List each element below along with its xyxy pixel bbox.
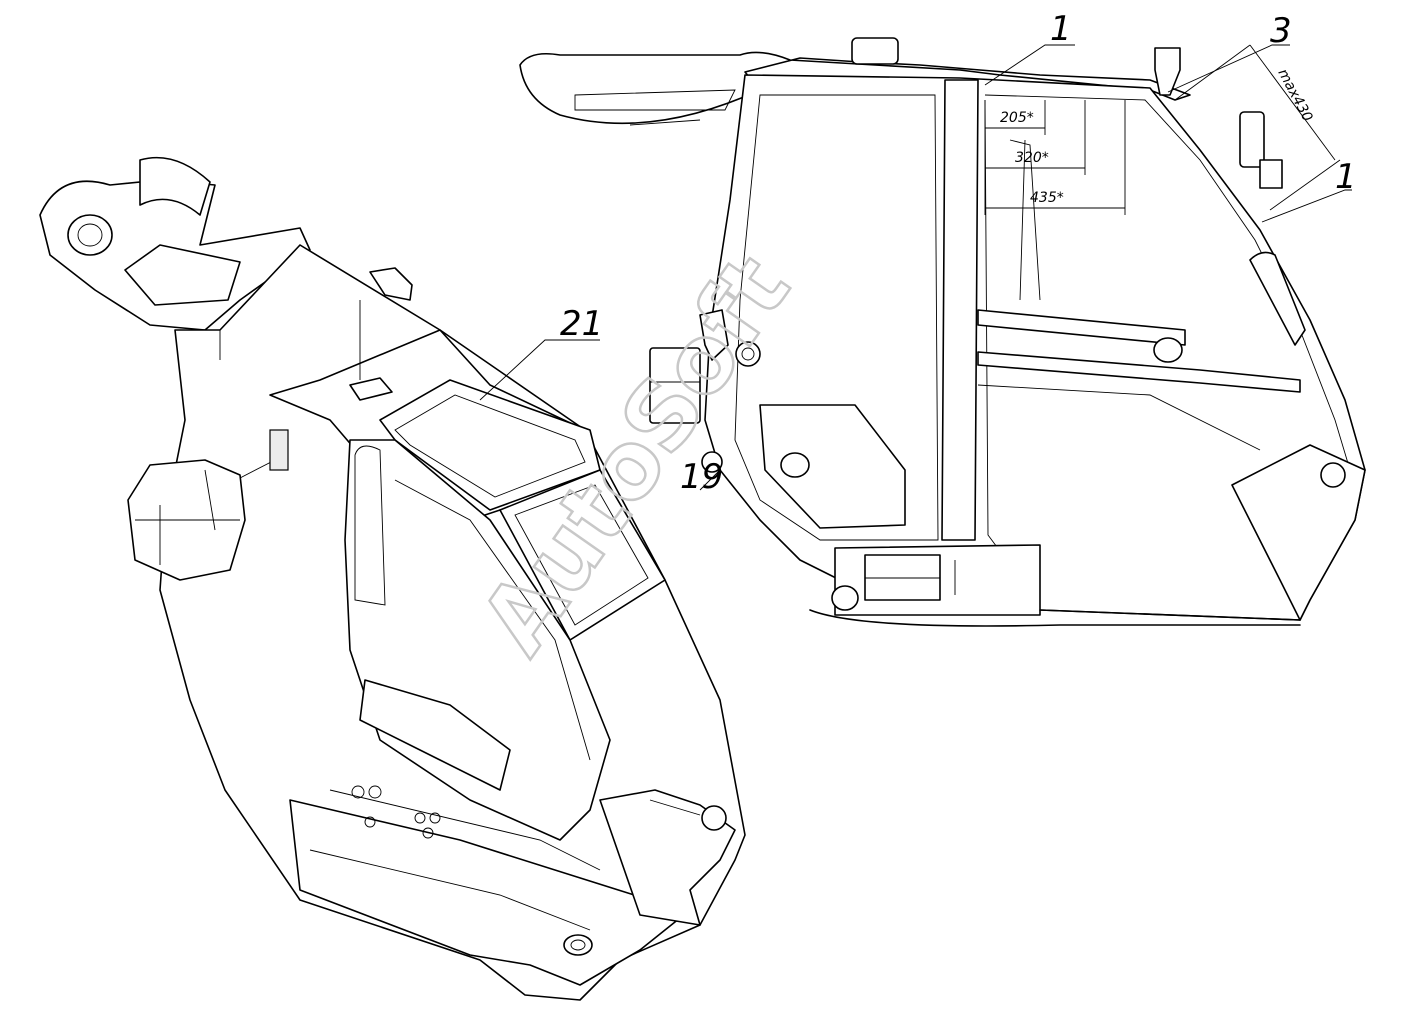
callout-1-right: 1 xyxy=(1335,157,1357,197)
callout-19: 19 xyxy=(680,457,723,497)
callout-21: 21 xyxy=(560,304,603,344)
right-cab-front-view xyxy=(519,37,1366,627)
leader-lines xyxy=(479,44,1352,491)
dimension-max430: max430 xyxy=(1274,66,1315,124)
dimension-320: 320* xyxy=(1015,150,1049,166)
dimension-435: 435* xyxy=(1030,190,1064,206)
dimension-205: 205* xyxy=(1000,110,1034,126)
dimension-lines xyxy=(984,44,1341,215)
left-cab-rear-view xyxy=(39,156,746,1001)
callout-3: 3 xyxy=(1270,11,1292,51)
callout-1-top: 1 xyxy=(1050,9,1072,49)
